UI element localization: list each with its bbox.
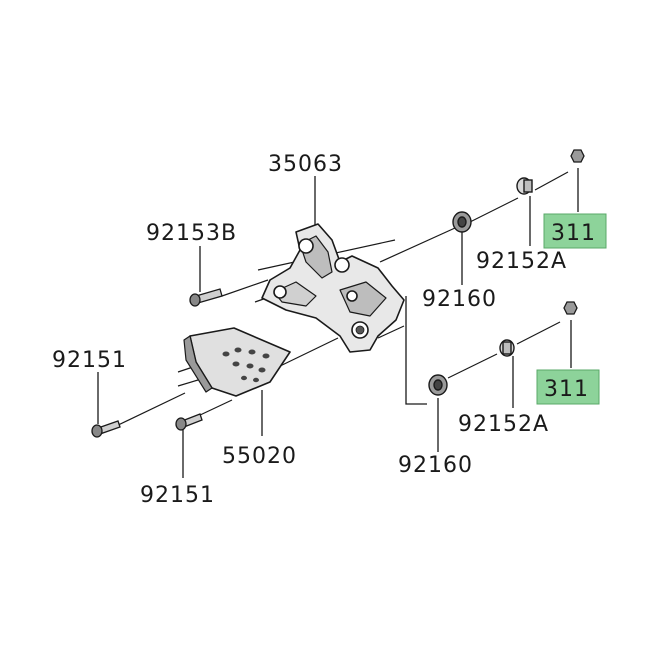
bushing-92160-lower (428, 374, 448, 396)
axis-92151-lower (197, 399, 233, 417)
label-55020: 55020 (222, 444, 297, 469)
nut-311-lower (563, 301, 578, 315)
bolt-92153b-head (189, 293, 201, 307)
label-92153b: 92153B (146, 221, 237, 246)
bracket-hole-left (273, 285, 287, 299)
axis-upper-a (379, 227, 456, 263)
leader-bracket-link (405, 296, 427, 405)
axis-upper-b (469, 197, 519, 223)
axis-lower-b (447, 353, 498, 379)
highlight-311-upper (543, 213, 607, 249)
label-92151-left: 92151 (52, 348, 127, 373)
bolt-92151-lower-head (175, 417, 187, 431)
axis-lines (111, 171, 569, 429)
label-35063: 35063 (268, 152, 343, 177)
bracket-hole-upper (334, 257, 350, 273)
footrest-bracket (261, 223, 405, 353)
bracket-hole-mid (346, 290, 358, 302)
label-311-upper: 311 (551, 221, 596, 246)
bracket-hole-low-core (355, 325, 365, 335)
label-311-lower: 311 (544, 377, 589, 402)
highlight-311-lower (536, 369, 600, 405)
nut-upper-hex (570, 149, 585, 163)
bolt-92151-lower (175, 413, 203, 431)
label-92152a-lower: 92152A (458, 412, 549, 437)
collar-92152a-lower (499, 339, 515, 357)
collar-lower-body (502, 341, 512, 355)
nut-lower-hex (563, 301, 578, 315)
axis-lower-c (516, 321, 561, 345)
bushing-92160-upper (452, 211, 472, 233)
leader-lines (97, 168, 579, 478)
axis-upper-c (534, 171, 569, 191)
label-92160-lower: 92160 (398, 453, 473, 478)
label-92151-lower: 92151 (140, 483, 215, 508)
collar-92152a-upper (516, 177, 533, 195)
axis-bolt-b (221, 279, 269, 297)
axis-heel-bot (177, 379, 199, 387)
axis-92151-left (111, 392, 186, 429)
bushing-upper-inner (457, 216, 467, 228)
label-92160-upper: 92160 (422, 287, 497, 312)
bushing-lower-inner (433, 379, 443, 391)
nut-311-upper (570, 149, 585, 163)
axis-heel-right (275, 337, 339, 369)
bracket-hole-top (298, 238, 314, 254)
collar-upper-body (523, 179, 533, 193)
label-92152a-upper: 92152A (476, 249, 567, 274)
heel-guard-edge (183, 335, 213, 393)
bolt-92153b (189, 288, 223, 307)
bolt-92151-left-head (91, 424, 103, 438)
heel-guard (183, 327, 291, 397)
bolt-92151-left (91, 420, 121, 438)
axis-lower-a (377, 325, 405, 339)
heel-guard-holes (222, 347, 270, 383)
